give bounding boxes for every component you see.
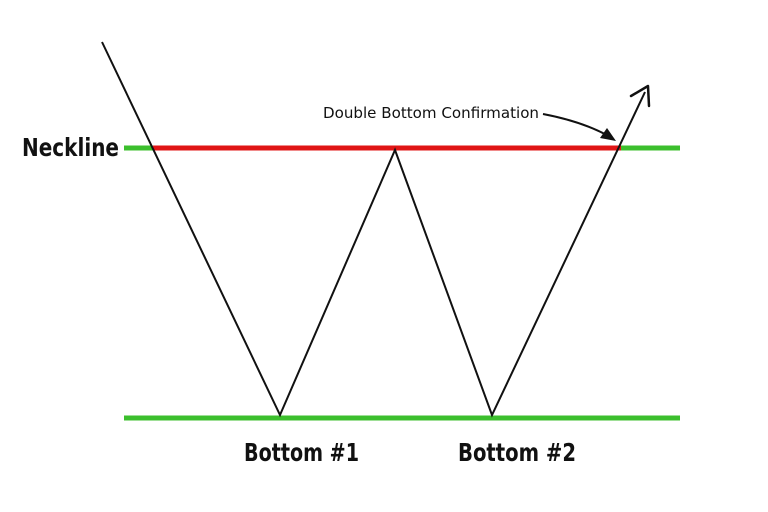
confirmation-pointer-arrowhead <box>600 128 616 141</box>
neckline-label: Neckline <box>22 133 119 162</box>
breakout-arrowhead <box>629 84 651 108</box>
double-bottom-confirmation-label: Double Bottom Confirmation <box>323 104 539 122</box>
bottom-1-label: Bottom #1 <box>244 438 359 467</box>
price-path-w <box>101 41 646 418</box>
confirmation-pointer-arrow <box>542 113 613 139</box>
bottom-2-label: Bottom #2 <box>458 438 576 467</box>
